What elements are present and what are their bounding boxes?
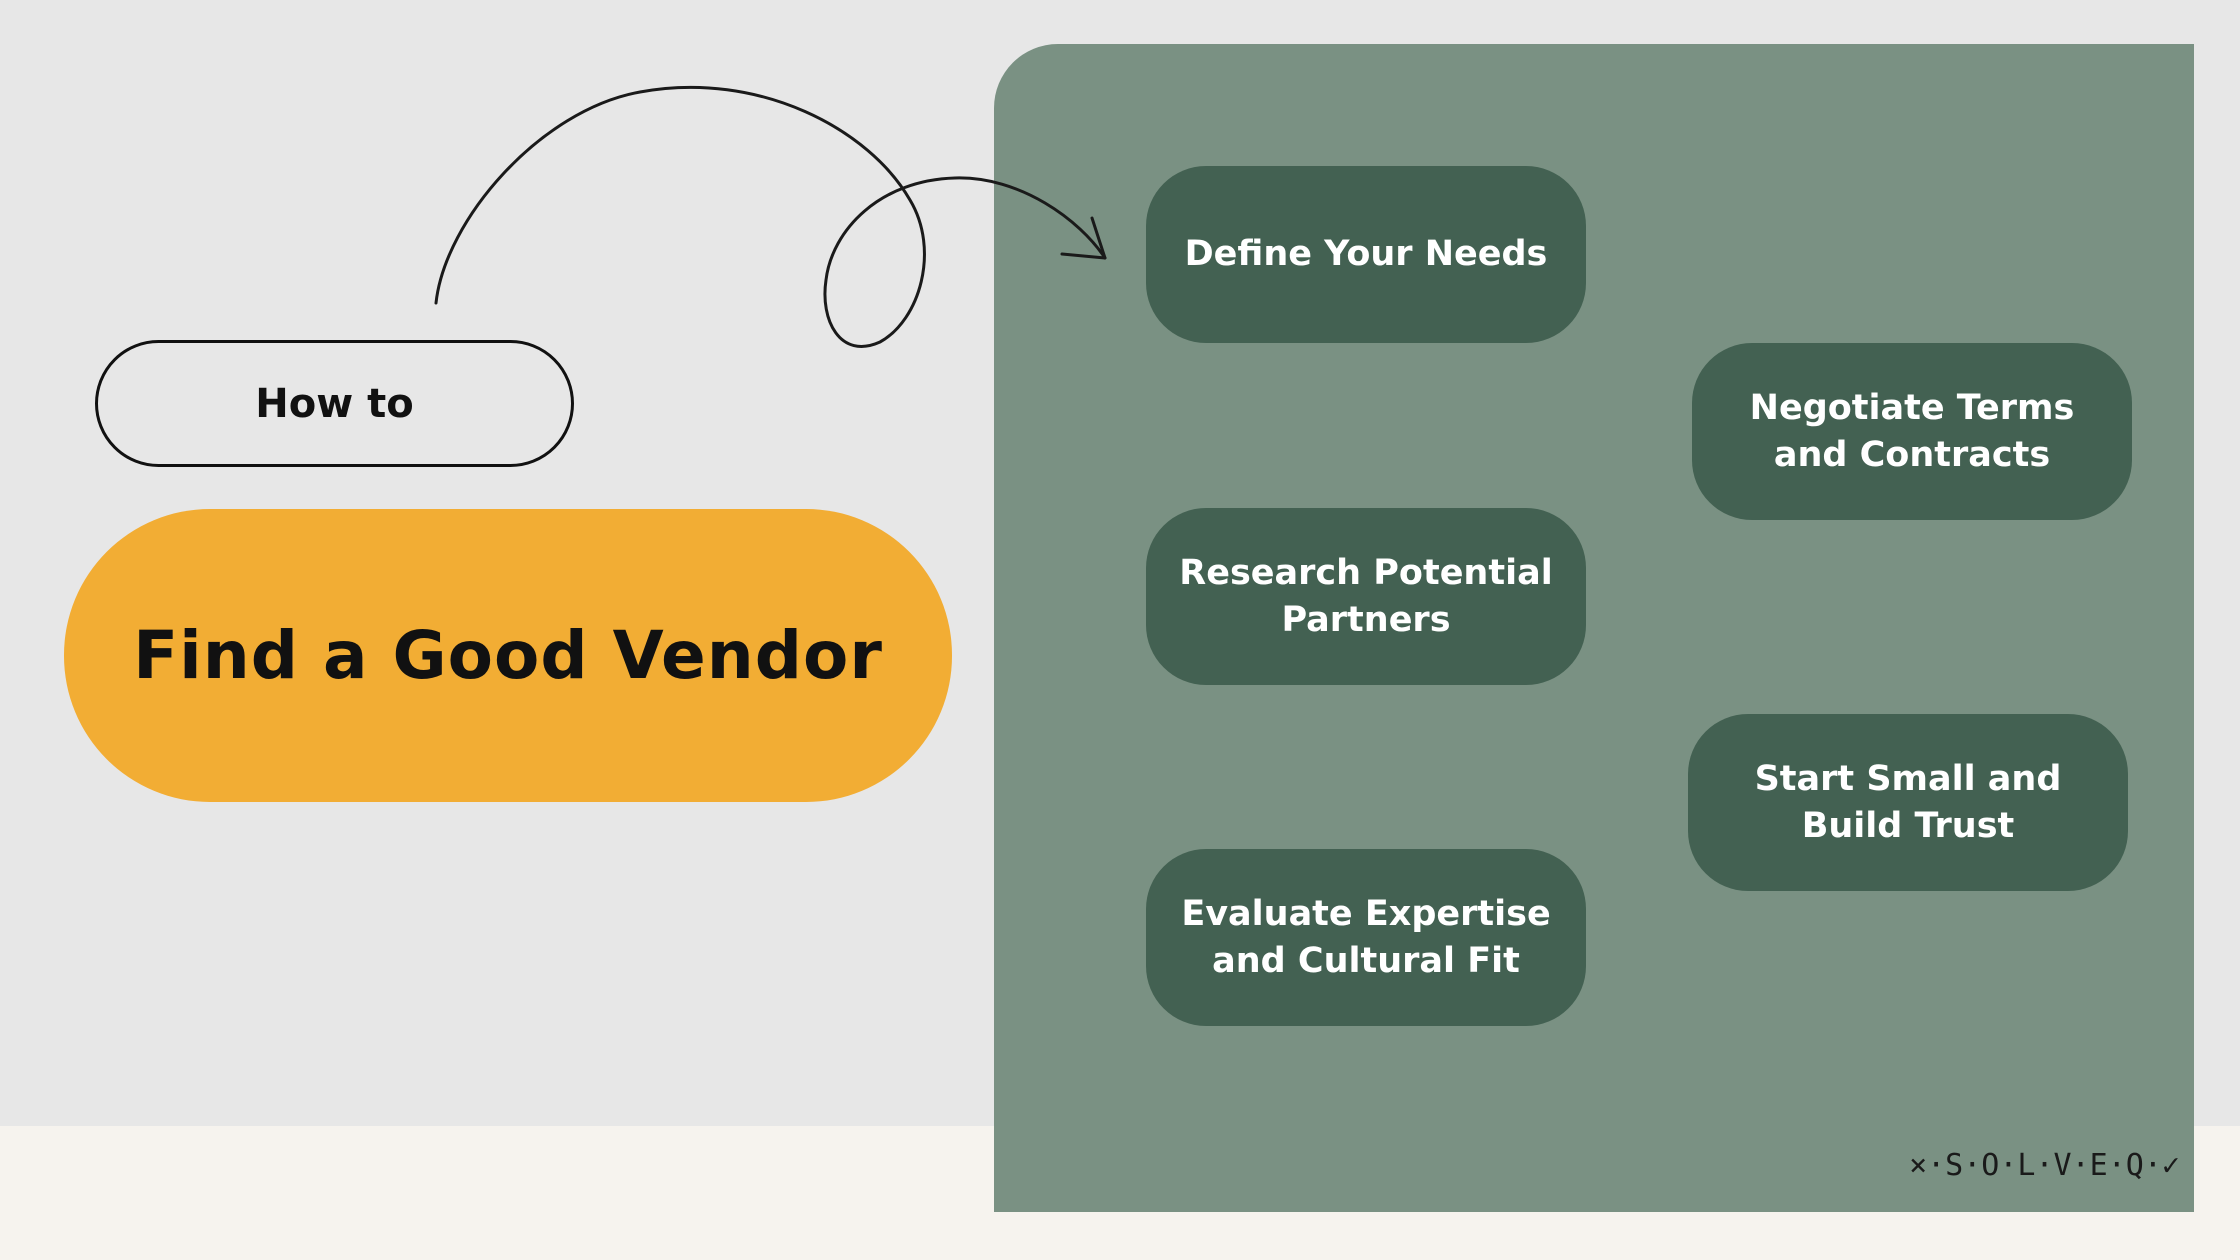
step-define-needs: Define Your Needs (1146, 166, 1586, 343)
step-label: Negotiate Terms and Contracts (1749, 387, 2075, 475)
how-to-label: How to (255, 380, 414, 427)
step-research-partners: Research Potential Partners (1146, 508, 1586, 685)
step-label: Define Your Needs (1184, 234, 1548, 274)
step-label: Research Potential Partners (1179, 552, 1553, 640)
brand-logo-text: ×·S·O·L·V·E·Q·✓ (1909, 1147, 2180, 1183)
page-title: Find a Good Vendor (133, 617, 883, 694)
step-negotiate-terms: Negotiate Terms and Contracts (1692, 343, 2132, 520)
step-evaluate-expertise: Evaluate Expertise and Cultural Fit (1146, 849, 1586, 1026)
how-to-pill: How to (95, 340, 574, 467)
step-label: Evaluate Expertise and Cultural Fit (1181, 893, 1551, 981)
step-start-small: Start Small and Build Trust (1688, 714, 2128, 891)
brand-logo: ×·S·O·L·V·E·Q·✓ (1909, 1140, 2180, 1190)
title-pill: Find a Good Vendor (64, 509, 952, 802)
step-label: Start Small and Build Trust (1754, 758, 2062, 846)
